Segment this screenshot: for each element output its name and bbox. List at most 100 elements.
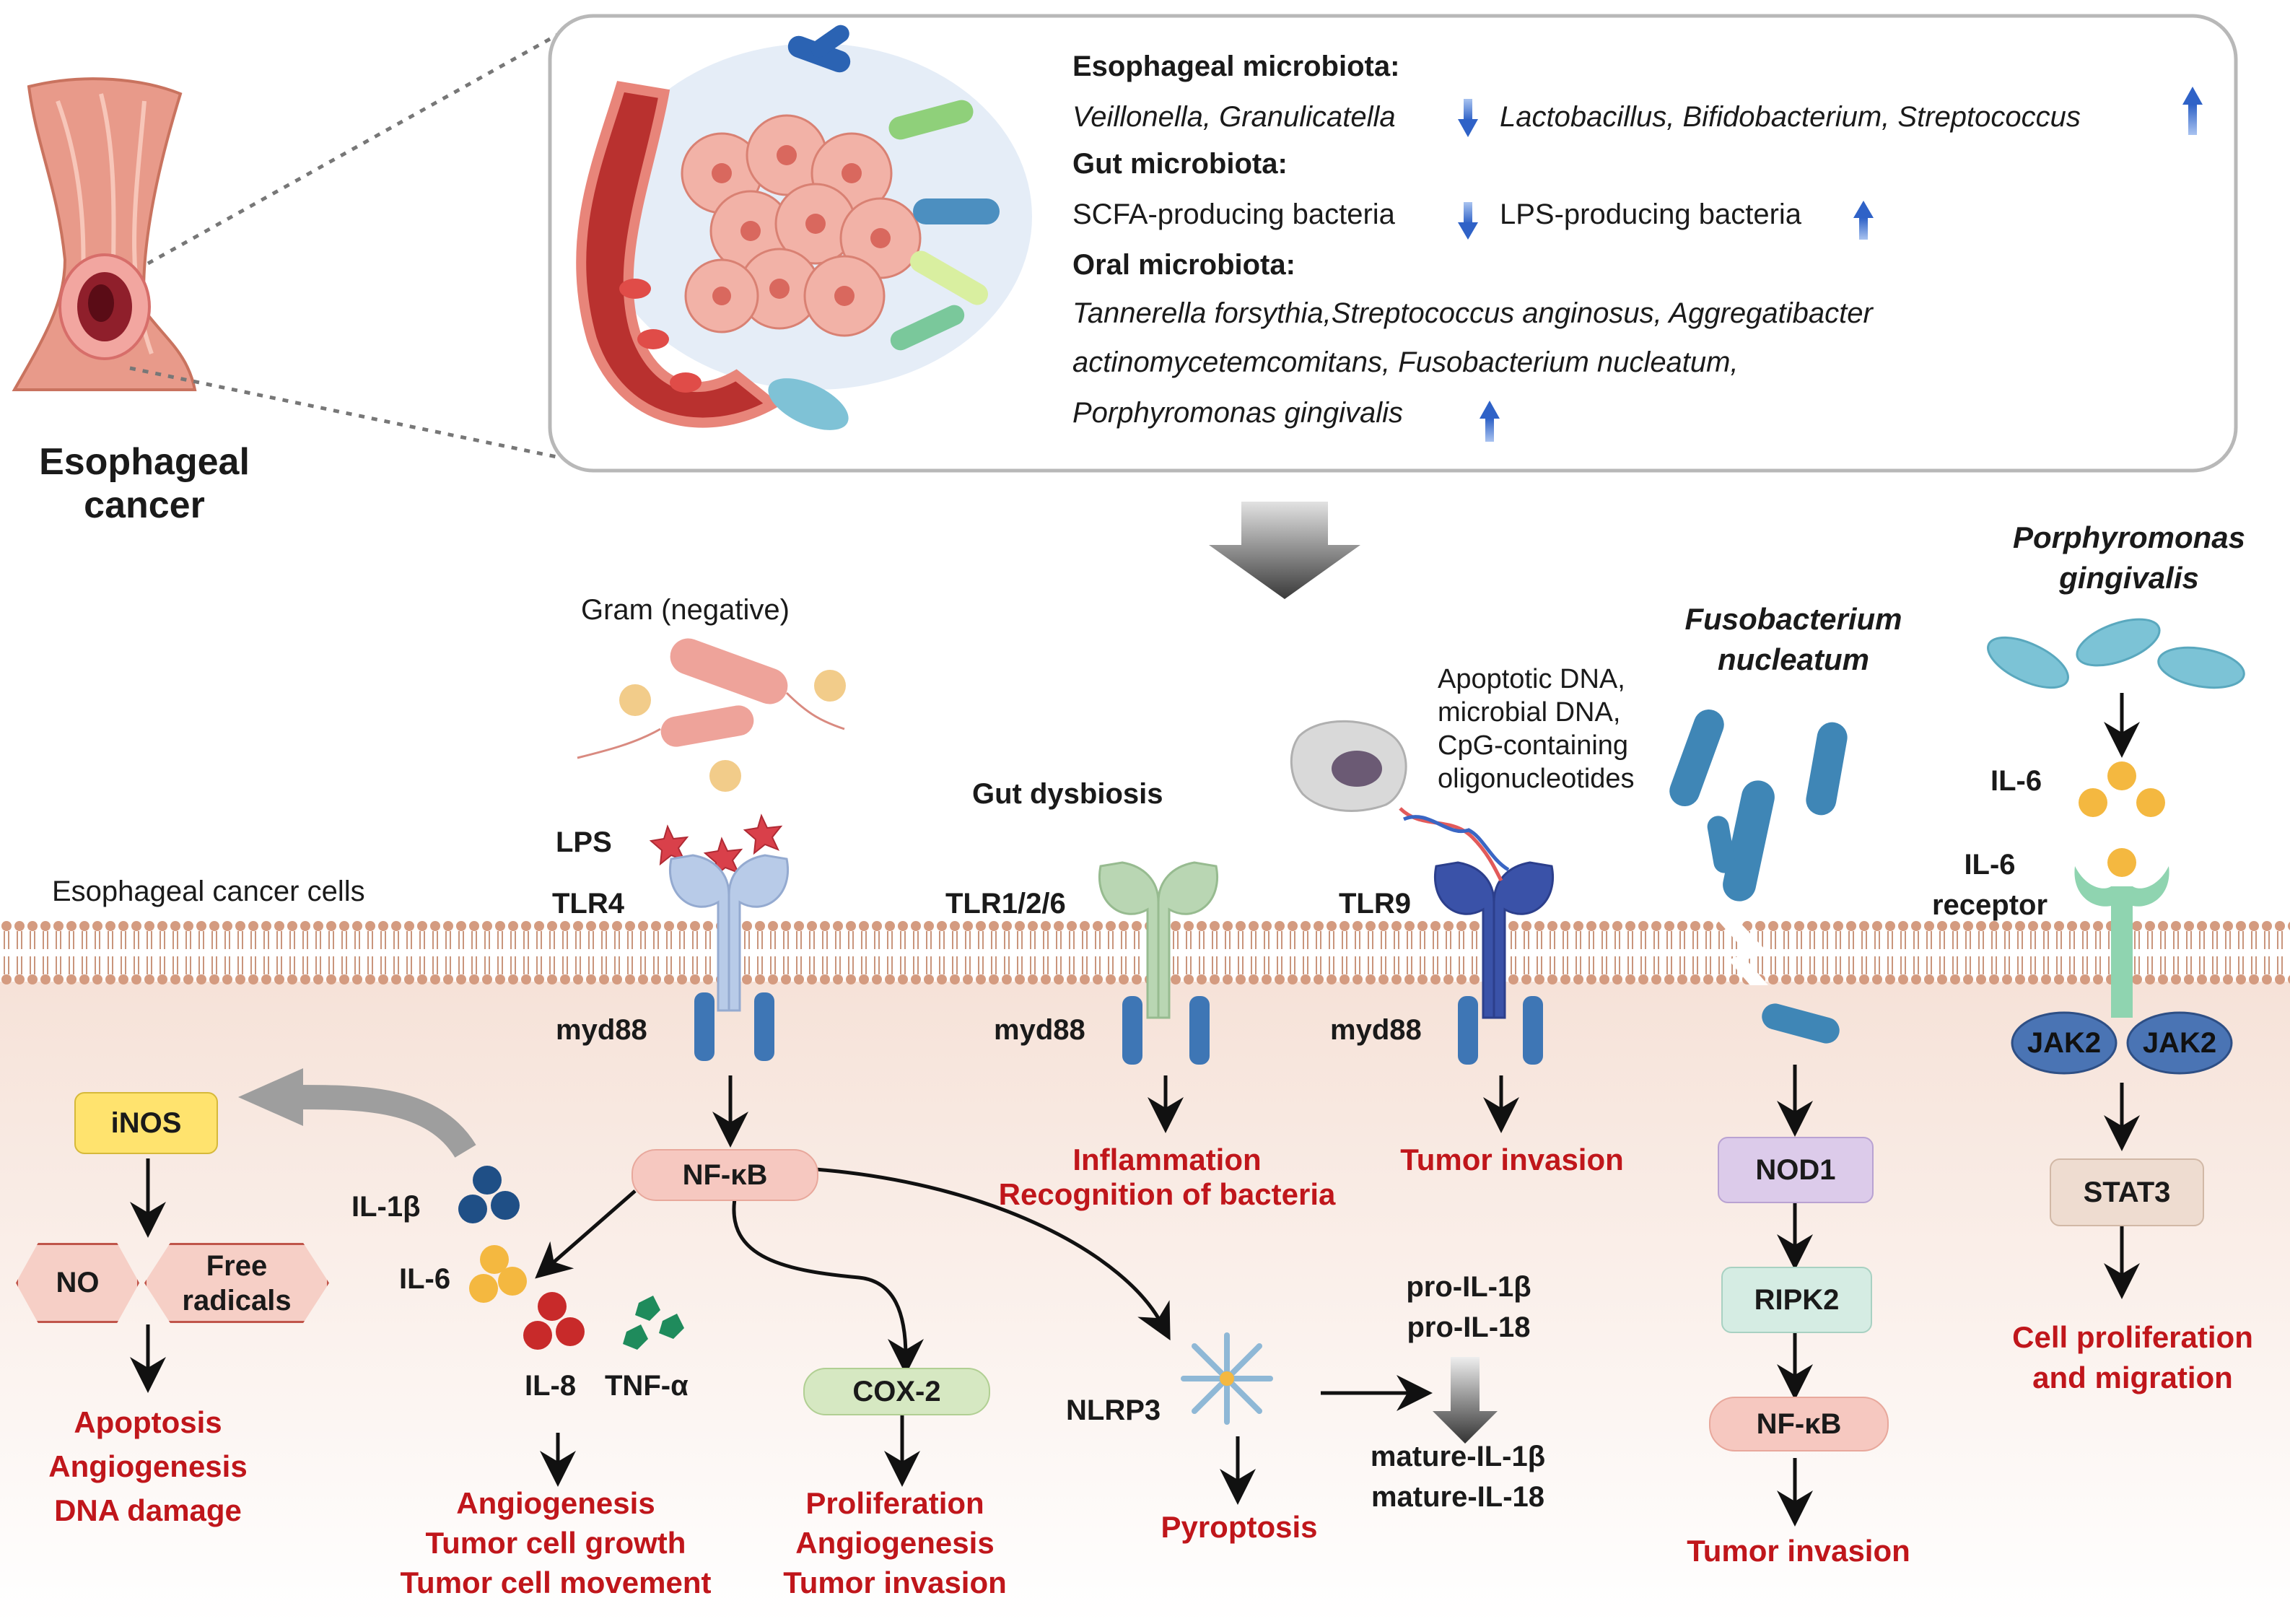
inos-outcome: Apoptosis Angiogenesis DNA damage	[48, 1400, 247, 1532]
porphyromonas-outcome: Cell proliferation and migration	[2012, 1317, 2253, 1398]
esophagus-tissue-illustration	[12, 77, 197, 391]
cytokine-outcome-line1: Angiogenesis	[456, 1486, 655, 1520]
porphyromonas-title-line2: gingivalis	[2059, 561, 2199, 595]
membrane-label: Esophageal cancer cells	[52, 876, 365, 907]
tlr126-label: TLR1/2/6	[945, 888, 1066, 920]
tlr9-ligand-line1: Apoptotic DNA,	[1438, 664, 1625, 694]
il6-ligands	[2079, 761, 2165, 877]
porphyromonas-title-line1: Porphyromonas	[2012, 520, 2246, 554]
tlr9-receptor	[1434, 861, 1554, 1065]
fusobacterium-title-line1: Fusobacterium	[1684, 602, 1902, 636]
membrane-rupture	[1718, 920, 1768, 985]
cell-membrane	[0, 920, 2290, 985]
myd88-label-tlr4: myd88	[556, 1014, 647, 1046]
lps-label: LPS	[556, 826, 612, 858]
inos-box: iNOS	[74, 1092, 218, 1154]
il6-receptor-label-line2: receptor	[1931, 889, 2048, 921]
ripk2-box: RIPK2	[1721, 1267, 1872, 1333]
free-radicals-hexagon: Free radicals	[144, 1243, 329, 1323]
cytokine-outcome-line3: Tumor cell movement	[400, 1566, 712, 1599]
porphyromonas-title: Porphyromonas gingivalis	[2013, 518, 2245, 598]
jak2-left	[2011, 1011, 2118, 1075]
trend-arrow-gut-down	[1458, 202, 1478, 240]
gut-decreased-taxa: SCFA-producing bacteria	[1072, 198, 1395, 230]
free-radicals-line1: Free	[206, 1249, 268, 1282]
tlr4-receptor	[669, 854, 789, 1061]
stat3-box: STAT3	[2050, 1158, 2204, 1226]
inos-feedback-arrow	[295, 1085, 476, 1158]
gram-negative-label: Gram (negative)	[581, 594, 790, 626]
trend-arrow-oral-up	[1480, 401, 1500, 442]
tlr9-ligand-line2: microbial DNA,	[1438, 697, 1621, 728]
trend-arrow-gut-up	[1853, 201, 1874, 240]
nod1-box: NOD1	[1718, 1137, 1874, 1203]
bacteria-cluster	[768, 25, 1000, 430]
jak2-right-label: JAK2	[2142, 1027, 2217, 1059]
maturation-arrow	[1433, 1357, 1498, 1444]
free-radicals-line2: radicals	[182, 1284, 292, 1317]
tnfa-cluster	[623, 1296, 684, 1350]
tlr9-ligand-line3: CpG-containing	[1438, 730, 1629, 761]
il6-cluster	[469, 1245, 527, 1303]
il6-receptor	[2074, 866, 2169, 1018]
il6-label: IL-6	[399, 1263, 451, 1295]
gut-dysbiosis-label: Gut dysbiosis	[972, 778, 1163, 810]
inos-outcome-line1: Apoptosis	[74, 1405, 222, 1439]
cox2-outcome-line1: Proliferation	[805, 1486, 984, 1520]
nlrp3-inflammasome	[1181, 1332, 1273, 1425]
fusobacterium-outcome: Tumor invasion	[1687, 1534, 1910, 1568]
cytokine-outcome-line2: Tumor cell growth	[425, 1526, 686, 1560]
cox2-outcome-line3: Tumor invasion	[783, 1566, 1007, 1599]
tlr126-outcome-line2: Recognition of bacteria	[998, 1177, 1336, 1211]
gut-increased-taxa: LPS-producing bacteria	[1500, 198, 1802, 230]
il1b-label: IL-1β	[351, 1191, 421, 1223]
inos-outcome-line2: Angiogenesis	[48, 1449, 248, 1483]
oral-taxa-line2: actinomycetemcomitans, Fusobacterium nuc…	[1072, 346, 1739, 378]
tumor-vessel-illustration	[576, 25, 1032, 430]
tlr126-outcome: Inflammation Recognition of bacteria	[999, 1143, 1336, 1212]
fusobacterium-title-line2: nucleatum	[1717, 642, 1870, 676]
tissue-label-line1: Esophageal	[39, 441, 250, 483]
big-down-arrow	[1209, 502, 1360, 599]
esophageal-increased-taxa: Lactobacillus, Bifidobacterium, Streptoc…	[1500, 101, 2081, 133]
nfkb-box-fusobacterium: NF-κB	[1709, 1397, 1889, 1451]
tlr9-label: TLR9	[1339, 888, 1411, 920]
il6-receptor-label: IL-6 receptor	[1932, 844, 2048, 925]
porphyromonas-outcome-line2: and migration	[2032, 1361, 2233, 1394]
tlr126-outcome-line1: Inflammation	[1072, 1143, 1262, 1176]
lps-stars	[649, 813, 783, 878]
pro-il1b-label: pro-IL-1β	[1406, 1271, 1531, 1303]
tlr4-label: TLR4	[552, 888, 624, 920]
tissue-label: Esophageal cancer	[29, 440, 260, 527]
pyroptosis-label: Pyroptosis	[1161, 1510, 1318, 1544]
myd88-label-tlr126: myd88	[994, 1014, 1085, 1046]
gram-negative-bacteria	[577, 638, 846, 792]
fusobacterium-title: Fusobacterium nucleatum	[1684, 599, 1902, 680]
oral-taxa-line1: Tannerella forsythia,Streptococcus angin…	[1072, 297, 1873, 329]
nfkb-box: NF-κB	[632, 1149, 818, 1201]
oral-taxa-line3: Porphyromonas gingivalis	[1072, 397, 1404, 429]
il6-receptor-label-line1: IL-6	[1964, 849, 2016, 881]
inos-outcome-line3: DNA damage	[54, 1493, 242, 1527]
fusobacterium-bacteria	[1669, 709, 1848, 1044]
tlr9-ligand-line4: oligonucleotides	[1438, 764, 1635, 794]
pathway-arrows	[130, 693, 2140, 1527]
esophageal-decreased-taxa: Veillonella, Granulicatella	[1072, 101, 1396, 133]
inos-feedback-arrowhead	[238, 1068, 303, 1126]
mature-cytokines-label: mature-IL-1β mature-IL-18	[1371, 1436, 1545, 1517]
trend-arrow-esophageal-down	[1458, 99, 1478, 137]
no-hexagon: NO	[16, 1243, 139, 1323]
trend-arrow-esophageal-up	[2182, 87, 2203, 135]
tlr9-outcome: Tumor invasion	[1400, 1143, 1624, 1176]
tnfa-label: TNF-α	[605, 1370, 689, 1402]
mature-il18-label: mature-IL-18	[1371, 1481, 1545, 1513]
jak2-left-label: JAK2	[2027, 1027, 2102, 1059]
apoptotic-cell	[1290, 720, 1510, 882]
porphyromonas-outcome-line1: Cell proliferation	[2012, 1320, 2253, 1354]
cytokine-outcome: Angiogenesis Tumor cell growth Tumor cel…	[401, 1483, 712, 1602]
il1b-cluster	[458, 1166, 520, 1223]
pro-il18-label: pro-IL-18	[1407, 1311, 1531, 1343]
il6-label-porphyromonas: IL-6	[1990, 765, 2042, 797]
